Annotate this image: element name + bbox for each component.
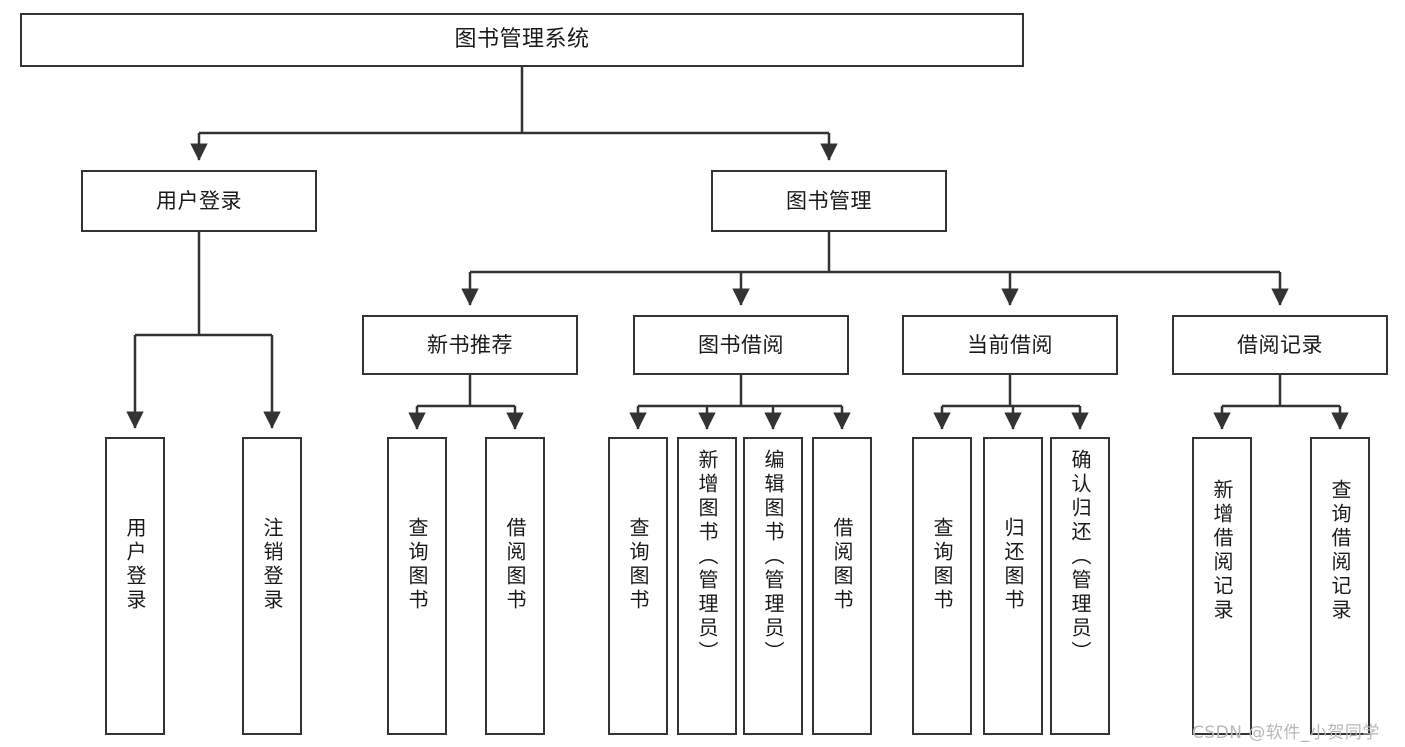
node-user-login[interactable]: 用户登录: [81, 170, 317, 232]
node-leaf-user-login[interactable]: 用户登录: [105, 437, 165, 735]
node-leaf-logout-label: 注销登录: [260, 517, 284, 613]
node-leaf-query-book-2-label: 查询图书: [626, 517, 650, 613]
node-book-borrow-label: 图书借阅: [698, 332, 784, 357]
node-leaf-borrow-book-2-label: 借阅图书: [830, 517, 854, 613]
node-leaf-confirm-return-label: 确认归还（管理员）: [1068, 449, 1092, 665]
node-current-borrow-label: 当前借阅: [967, 332, 1053, 357]
node-leaf-query-record[interactable]: 查询借阅记录: [1310, 437, 1370, 735]
node-leaf-query-book-3-label: 查询图书: [930, 517, 954, 613]
node-leaf-add-record-label: 新增借阅记录: [1210, 479, 1234, 623]
node-leaf-return-book[interactable]: 归还图书: [983, 437, 1043, 735]
node-leaf-borrow-book-1[interactable]: 借阅图书: [485, 437, 545, 735]
node-borrow-record[interactable]: 借阅记录: [1172, 315, 1388, 375]
node-book-borrow[interactable]: 图书借阅: [633, 315, 849, 375]
node-leaf-confirm-return[interactable]: 确认归还（管理员）: [1050, 437, 1110, 735]
node-leaf-edit-book[interactable]: 编辑图书（管理员）: [743, 437, 803, 735]
node-leaf-query-record-label: 查询借阅记录: [1328, 479, 1352, 623]
node-new-book-rec[interactable]: 新书推荐: [362, 315, 578, 375]
node-leaf-query-book-1-label: 查询图书: [405, 517, 429, 613]
node-current-borrow[interactable]: 当前借阅: [902, 315, 1118, 375]
node-leaf-query-book-3[interactable]: 查询图书: [912, 437, 972, 735]
node-user-login-label: 用户登录: [156, 188, 242, 213]
node-leaf-user-login-label: 用户登录: [123, 517, 147, 613]
node-leaf-borrow-book-2[interactable]: 借阅图书: [812, 437, 872, 735]
node-leaf-query-book-1[interactable]: 查询图书: [387, 437, 447, 735]
node-leaf-query-book-2[interactable]: 查询图书: [608, 437, 668, 735]
node-new-book-rec-label: 新书推荐: [427, 332, 513, 357]
node-book-manage-label: 图书管理: [786, 188, 872, 213]
node-leaf-edit-book-label: 编辑图书（管理员）: [761, 449, 785, 665]
node-leaf-add-book[interactable]: 新增图书（管理员）: [677, 437, 737, 735]
node-leaf-add-record[interactable]: 新增借阅记录: [1192, 437, 1252, 735]
node-root[interactable]: 图书管理系统: [20, 13, 1024, 67]
csdn-watermark: CSDN @软件_小贺同学: [1192, 718, 1380, 743]
node-root-label: 图书管理系统: [454, 27, 590, 53]
csdn-watermark-text: CSDN @软件_小贺同学: [1192, 723, 1380, 743]
node-borrow-record-label: 借阅记录: [1237, 332, 1323, 357]
node-leaf-add-book-label: 新增图书（管理员）: [695, 449, 719, 665]
node-leaf-return-book-label: 归还图书: [1001, 517, 1025, 613]
node-leaf-borrow-book-1-label: 借阅图书: [503, 517, 527, 613]
node-book-manage[interactable]: 图书管理: [711, 170, 947, 232]
node-leaf-logout[interactable]: 注销登录: [242, 437, 302, 735]
